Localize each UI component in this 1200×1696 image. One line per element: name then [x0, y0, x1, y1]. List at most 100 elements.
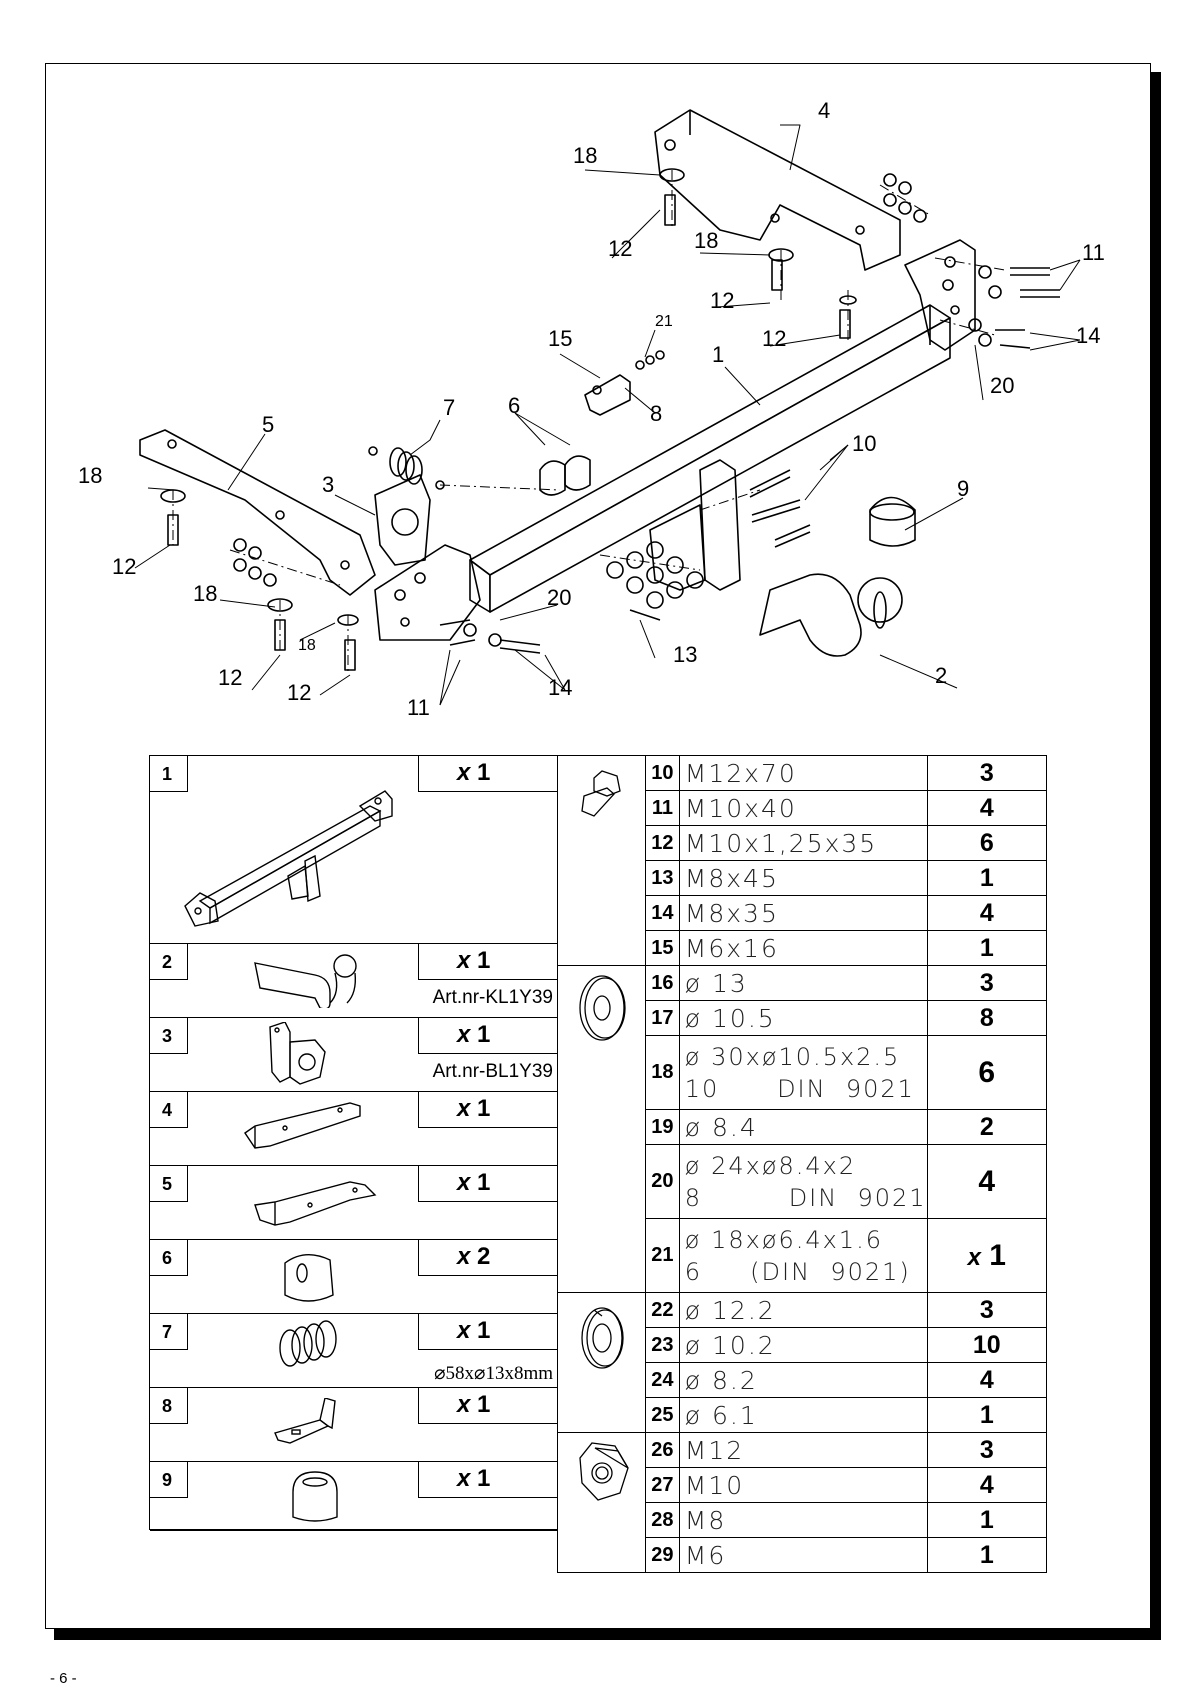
- callout-12: 12: [218, 665, 242, 690]
- page-number: - 6 -: [50, 1670, 77, 1687]
- hardware-row: 24 ø 8.2 4: [558, 1362, 1048, 1398]
- callout-12: 12: [287, 680, 311, 705]
- item-quantity: 1: [926, 1502, 1048, 1538]
- item-spec: ø 12.2: [678, 1292, 928, 1328]
- ball-cap-drawing: [869, 496, 916, 547]
- item-quantity: 3: [926, 1432, 1048, 1468]
- hardware-row: 10 M12x70 3: [556, 755, 1048, 966]
- callout-18: 18: [298, 637, 316, 654]
- towball-thumbnail: [254, 954, 357, 1008]
- item-quantity: 1: [926, 930, 1048, 966]
- item-spec: M10: [678, 1467, 928, 1503]
- item-number: 22: [645, 1292, 680, 1328]
- part-row-1: 1 x 1: [150, 756, 558, 944]
- hardware-row: 26 M12 3: [556, 1432, 1048, 1573]
- item-spec: ø 13: [678, 965, 928, 1001]
- part-number: 5: [150, 1166, 188, 1202]
- item-spec: ø 6.1: [678, 1397, 928, 1433]
- leader-lines: [134, 124, 1081, 706]
- item-number: 20: [645, 1144, 680, 1219]
- item-number: 14: [645, 895, 680, 931]
- item-number: 29: [645, 1537, 680, 1573]
- rubber-blocks-drawing: [539, 455, 591, 496]
- part-number: 4: [150, 1092, 188, 1128]
- part-number: 9: [150, 1462, 188, 1498]
- callout-15: 15: [548, 326, 572, 351]
- item-quantity: 1: [926, 1397, 1048, 1433]
- item-number: 12: [645, 825, 680, 861]
- part-quantity: x 1: [418, 1388, 558, 1424]
- part-quantity: x 1: [418, 1462, 558, 1498]
- hardware-row: 29 M6 1: [558, 1537, 1048, 1573]
- item-number: 10: [645, 755, 680, 791]
- hardware-row: 19 ø 8.4 2: [558, 1109, 1048, 1145]
- hardware-row: 15 M6x16 1: [558, 930, 1048, 966]
- item-quantity: 4: [926, 1362, 1048, 1398]
- part-quantity: x 1: [418, 756, 558, 792]
- bolt-icon-cell: [556, 755, 647, 966]
- callout-2: 2: [935, 663, 947, 688]
- bolt-icon: [580, 770, 621, 817]
- hardware-row: 14 M8x35 4: [558, 895, 1048, 931]
- item-number: 23: [645, 1327, 680, 1363]
- item-quantity: 10: [926, 1327, 1048, 1363]
- callout-9: 9: [957, 476, 969, 501]
- part-quantity: x 1: [418, 1092, 558, 1128]
- item-number: 26: [645, 1432, 680, 1468]
- item-number: 28: [645, 1502, 680, 1538]
- item-quantity: 3: [926, 755, 1048, 791]
- item-quantity: 8: [926, 1000, 1048, 1036]
- flat-washer-icon-cell: [556, 965, 647, 1293]
- hardware-row: 22 ø 12.2 3: [556, 1292, 1048, 1433]
- item-quantity: 1: [926, 860, 1048, 896]
- crossbar-drawing: [374, 239, 976, 641]
- item-quantity: 4: [926, 895, 1048, 931]
- part-row-2: 2 x 1 Art.nr-KL1Y39: [150, 944, 558, 1018]
- callout-8: 8: [650, 401, 662, 426]
- item-spec: M8x45: [678, 860, 928, 896]
- part-number: 1: [150, 756, 188, 792]
- item-spec: M8x35: [678, 895, 928, 931]
- callout-18: 18: [78, 463, 102, 488]
- spring-washer-icon-cell: [556, 1292, 647, 1433]
- towball-drawing: [759, 573, 903, 657]
- part-row-9: 9 x 1: [150, 1462, 558, 1531]
- item-quantity: 2: [926, 1109, 1048, 1145]
- callout-11: 11: [1082, 240, 1105, 265]
- hex-nut-icon-cell: [556, 1432, 647, 1573]
- hex-nut-icon: [578, 1442, 629, 1501]
- callout-20: 20: [990, 373, 1014, 398]
- item-quantity: 6: [926, 1035, 1048, 1110]
- part-number: 6: [150, 1240, 188, 1276]
- item-quantity: 1: [926, 1537, 1048, 1573]
- item-quantity: 4: [926, 790, 1048, 826]
- hardware-row: 16 ø 13 3: [556, 965, 1048, 1293]
- callout-1: 1: [712, 342, 724, 367]
- item-number: 25: [645, 1397, 680, 1433]
- part-row-3: 3 x 1 Art.nr-BL1Y39: [150, 1018, 558, 1092]
- callout-14: 14: [1076, 323, 1100, 348]
- item-spec: ø 10.5: [678, 1000, 928, 1036]
- item-number: 19: [645, 1109, 680, 1145]
- bolts-drawing: [167, 194, 1060, 671]
- part-row-5: 5 x 1: [150, 1166, 558, 1240]
- part-number: 7: [150, 1314, 188, 1350]
- bracket-8-drawing: [584, 374, 631, 416]
- item-spec: M12x70: [678, 755, 928, 791]
- part-article-number: Art.nr-KL1Y39: [432, 987, 553, 1008]
- spring-drawing: [368, 446, 445, 490]
- part-quantity: x 1: [418, 1314, 558, 1350]
- flat-washer-icon: [578, 975, 626, 1041]
- callout-12: 12: [762, 326, 786, 351]
- item-number: 15: [645, 930, 680, 966]
- part-quantity: x 2: [418, 1240, 558, 1276]
- part-quantity: x 1: [418, 944, 558, 980]
- callout-7: 7: [443, 395, 455, 420]
- callout-3: 3: [322, 472, 334, 497]
- bracket-8-thumbnail: [274, 1398, 336, 1444]
- spring-washer-icon: [580, 1307, 624, 1369]
- part-article-number: Art.nr-BL1Y39: [432, 1061, 553, 1082]
- item-quantity: 3: [926, 965, 1048, 1001]
